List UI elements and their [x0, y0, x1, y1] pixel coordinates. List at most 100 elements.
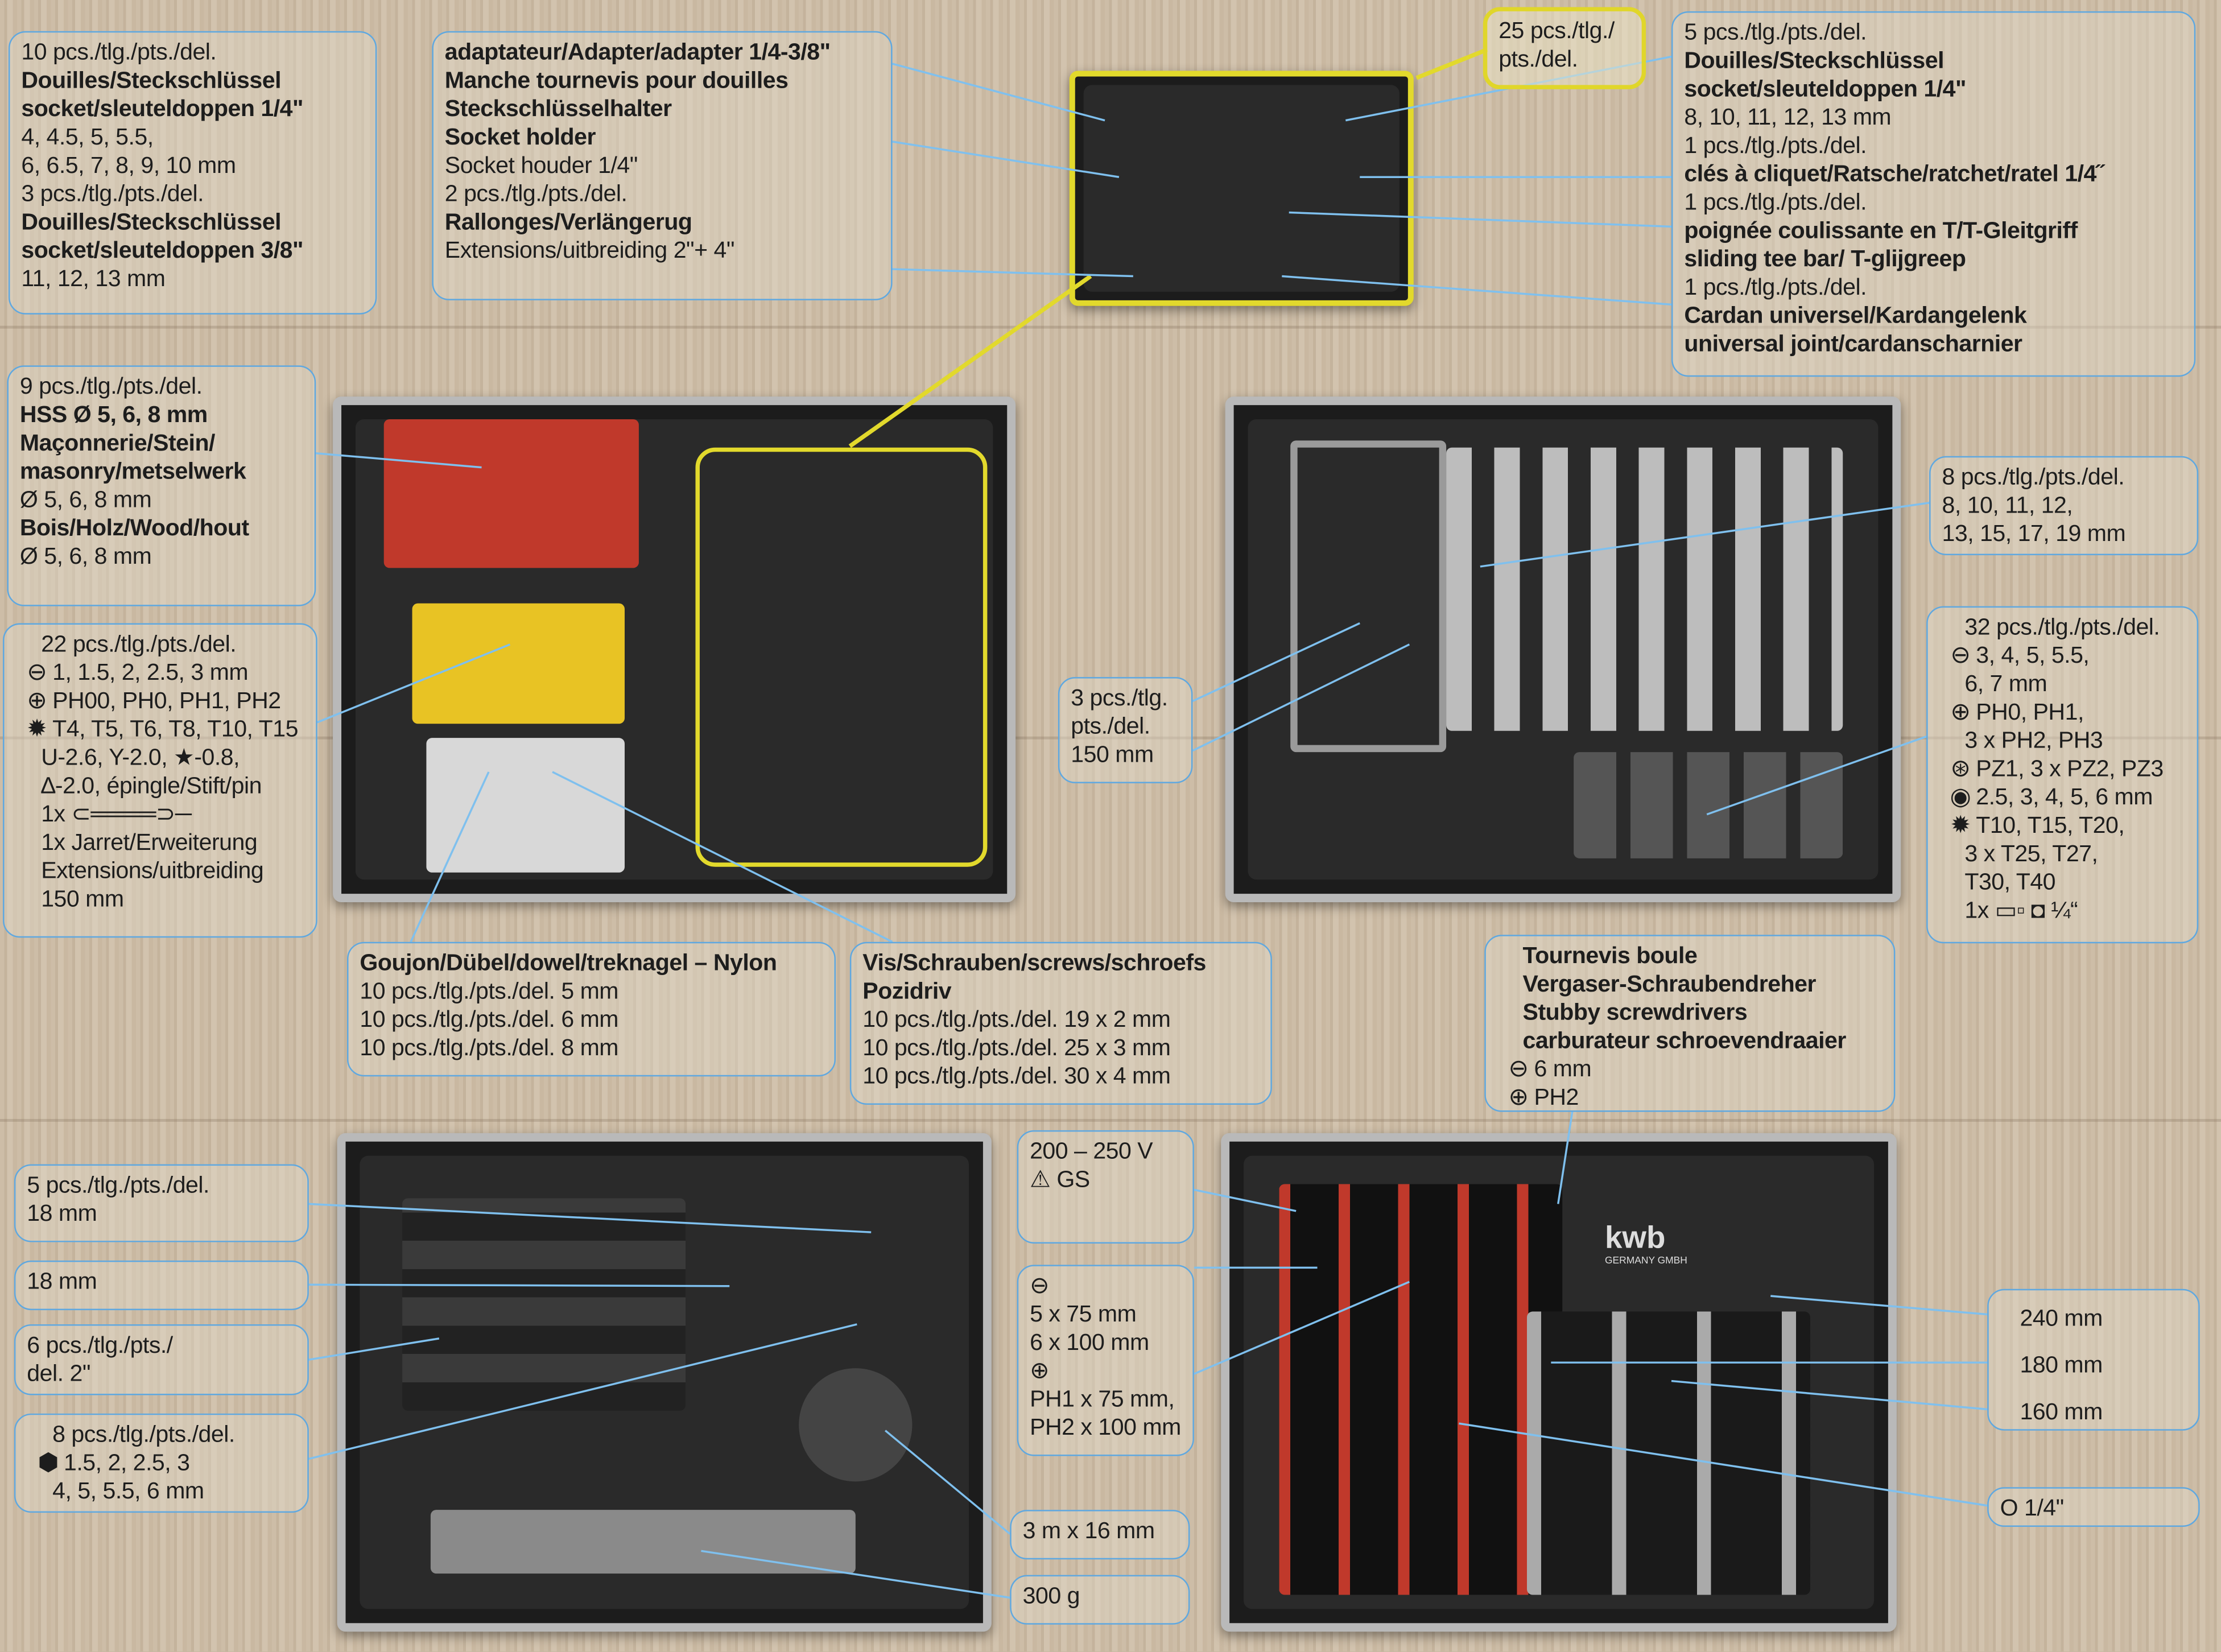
callout-text: Ø 5, 6, 8 mm	[19, 544, 152, 569]
callout-line: 10 pcs./tlg./pts./del. 25 x 3 mm	[862, 1034, 1259, 1063]
callout-count-25: 25 pcs./tlg./pts./del.	[1483, 7, 1646, 89]
pozidriv-icon: ⊛	[1950, 755, 1971, 782]
callout-text: 10 pcs./tlg./pts./del. 8 mm	[360, 1035, 619, 1061]
dowel-screw-box	[426, 738, 625, 873]
tape-measure	[799, 1368, 913, 1482]
callout-text: poignée coulissante en T/T-Gleitgriff	[1684, 218, 2078, 244]
callout-text: pts./del.	[1498, 47, 1578, 72]
callout-line: Cardan universel/Kardangelenk	[1684, 302, 2182, 330]
callout-text: ∆-2.0, épingle/Stift/pin	[41, 773, 262, 799]
hex-key-icon: ⬢	[38, 1449, 59, 1476]
callout-text: 180 mm	[2020, 1352, 2103, 1378]
callout-text: 240 mm	[2020, 1306, 2103, 1332]
callout-hammer: 300 g	[1010, 1575, 1190, 1625]
clamps	[402, 1198, 686, 1411]
callout-text: PH1 x 75 mm,	[1030, 1386, 1175, 1413]
callout-line: 8, 10, 11, 12, 13 mm	[1684, 104, 2182, 132]
callout-text: Extensions/uitbreiding	[41, 858, 264, 884]
callout-line: Vis/Schrauben/screws/schroefs	[862, 949, 1259, 977]
callout-line: 1 pcs./tlg./pts./del.	[1684, 188, 2182, 217]
callout-text: ⊕	[1030, 1358, 1050, 1384]
callout-text: 3 m x 16 mm	[1022, 1518, 1155, 1544]
hammer	[430, 1510, 856, 1574]
callout-text: HSS Ø 5, 6, 8 mm	[19, 402, 208, 428]
callout-text: 3 x PH2, PH3	[1964, 728, 2103, 754]
callout-line: ⊕PH0, PH1,	[1950, 698, 2185, 726]
callout-text: 18 mm	[27, 1269, 97, 1295]
callout-wrenches: 8 pcs./tlg./pts./del.8, 10, 11, 12,13, 1…	[1929, 456, 2199, 556]
callout-line: 3 x T25, T27,	[1964, 840, 2185, 868]
callout-line: 32 pcs./tlg./pts./del.	[1964, 613, 2185, 642]
callout-line: del. 2"	[27, 1360, 296, 1388]
callout-line: 8 pcs./tlg./pts./del.	[52, 1420, 296, 1449]
callout-line: 240 mm	[2020, 1296, 2187, 1343]
callout-line: Douilles/Steckschlüssel	[21, 208, 364, 237]
callout-text: Stubby screwdrivers	[1522, 1000, 1748, 1026]
callout-text: 5 x 75 mm	[1030, 1302, 1137, 1327]
screwdrivers	[1279, 1184, 1563, 1595]
callout-text: 200 – 250 V	[1030, 1138, 1153, 1164]
callout-line: 13, 15, 17, 19 mm	[1942, 520, 2186, 548]
callout-line: 6, 6.5, 7, 8, 9, 10 mm	[21, 151, 364, 180]
callout-text: 11, 12, 13 mm	[21, 266, 166, 292]
callout-text: Vis/Schrauben/screws/schroefs	[862, 950, 1206, 976]
callout-text: T30, T40	[1964, 869, 2056, 895]
callout-text: 5 pcs./tlg./pts./del.	[1684, 19, 1867, 46]
callout-line: 6, 7 mm	[1964, 670, 2185, 699]
callout-line: 10 pcs./tlg./pts./del. 5 mm	[360, 977, 823, 1006]
callout-line: ⊕PH2	[1509, 1084, 1883, 1112]
callout-line: 18 mm	[27, 1200, 296, 1228]
callout-line: ⊖3, 4, 5, 5.5,	[1950, 642, 2185, 670]
callout-spring-clamps: 6 pcs./tlg./pts./del. 2"	[14, 1324, 309, 1395]
callout-text: carburateur schroevendraaier	[1522, 1028, 1847, 1054]
slotted-icon: ⊖	[27, 658, 47, 686]
callout-line: 6 x 100 mm	[1030, 1328, 1181, 1357]
phillips-icon: ⊕	[27, 687, 47, 714]
callout-line: Rallonges/Verlängerug	[445, 208, 880, 237]
callout-text: 6 x 100 mm	[1030, 1329, 1149, 1356]
callout-tape: 3 m x 16 mm	[1010, 1510, 1190, 1560]
callout-tester: 200 – 250 V ⚠ GS	[1017, 1130, 1194, 1244]
callout-text: T4, T5, T6, T8, T10, T15	[52, 716, 298, 742]
callout-line: ∆-2.0, épingle/Stift/pin	[41, 772, 304, 800]
callout-line: carburateur schroevendraaier	[1523, 1027, 1883, 1055]
callout-cutter: 18 mm	[14, 1260, 309, 1311]
callout-line: ⚠ GS	[1030, 1166, 1181, 1194]
callout-text: Tournevis boule	[1522, 943, 1698, 969]
callout-line: 3 x PH2, PH3	[1964, 726, 2185, 755]
callout-text: 8, 10, 11, 12, 13 mm	[1684, 105, 1892, 131]
callout-line: 8 pcs./tlg./pts./del.	[1942, 463, 2186, 492]
torx-icon: ✹	[27, 715, 47, 742]
callout-line: Vergaser-Schraubendreher	[1523, 970, 1883, 999]
callout-line: 150 mm	[1071, 741, 1180, 769]
callout-text: 8, 10, 11, 12,	[1942, 493, 2073, 519]
callout-text: 1 pcs./tlg./pts./del.	[1684, 189, 1867, 216]
callout-line: Extensions/uitbreiding	[41, 857, 304, 885]
callout-line: pts./del.	[1071, 712, 1180, 741]
callout-precision-bits: 22 pcs./tlg./pts./del.⊖1, 1.5, 2, 2.5, 3…	[2, 623, 317, 938]
callout-line: 200 – 250 V	[1030, 1137, 1181, 1166]
callout-line: 25 pcs./tlg./	[1498, 17, 1630, 46]
callout-text: socket/sleuteldoppen 1/4"	[1684, 76, 1966, 102]
callout-text: ⚠ GS	[1030, 1167, 1090, 1193]
callout-adapter: adaptateur/Adapter/adapter 1/4-3/8" Manc…	[432, 31, 893, 300]
callout-text: 4, 4.5, 5, 5.5,	[21, 125, 154, 150]
callout-line: masonry/metselwerk	[20, 457, 303, 486]
callout-line: ✹T10, T15, T20,	[1950, 812, 2185, 840]
callout-hacksaw: 3 pcs./tlg.pts./del.150 mm	[1058, 677, 1193, 783]
callout-line: 3 m x 16 mm	[1023, 1517, 1177, 1546]
callout-line: Manche tournevis pour douilles	[445, 67, 880, 95]
callout-text: Socket houder 1/4"	[444, 152, 638, 179]
callout-line: 2 pcs./tlg./pts./del.	[445, 180, 880, 208]
callout-text: 3 x T25, T27,	[1964, 841, 2098, 867]
precision-bit-set	[412, 603, 625, 724]
callout-text: sliding tee bar/ T-glijgreep	[1684, 246, 1966, 272]
brand-subtitle: GERMANY GMBH	[1604, 1256, 1687, 1266]
socket-case-highlight	[695, 447, 988, 867]
hacksaw	[1290, 440, 1447, 753]
callout-line: Maçonnerie/Stein/	[20, 429, 303, 457]
